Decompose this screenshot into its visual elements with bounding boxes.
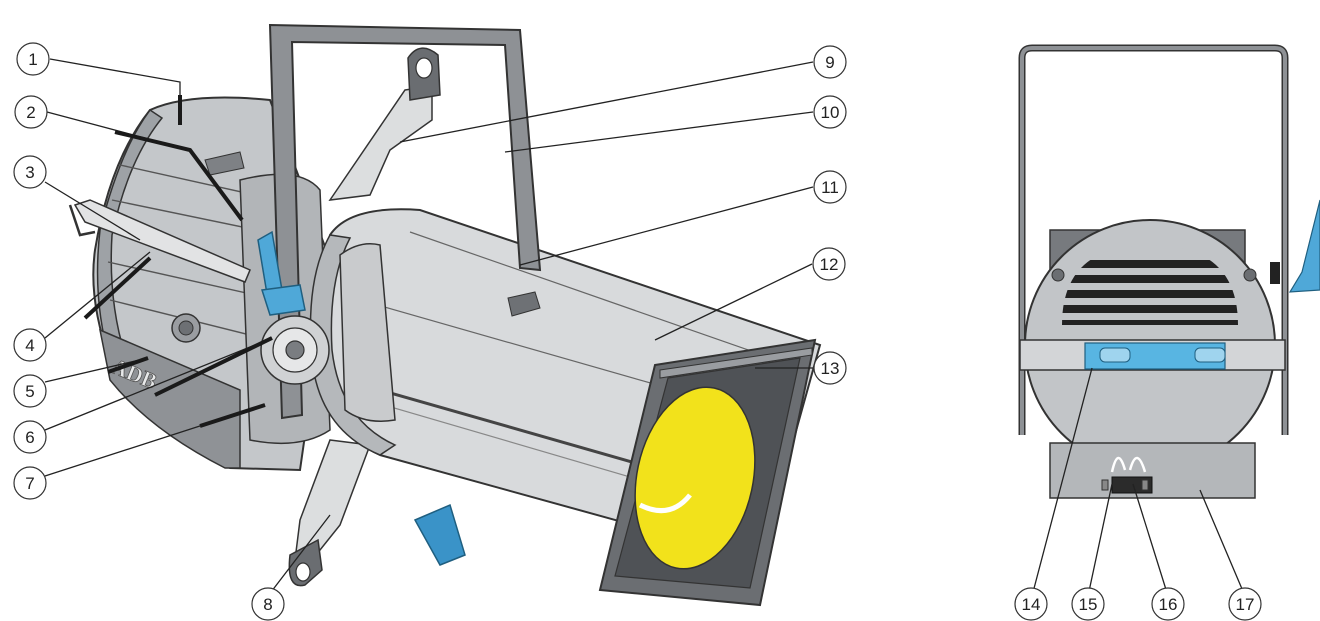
spotlight-rear-view (1018, 44, 1320, 499)
callout-16: 16 (1151, 587, 1185, 621)
callout-11: 11 (813, 170, 847, 204)
fresnel-lens (634, 386, 756, 570)
svg-text:17: 17 (1236, 595, 1255, 614)
svg-text:6: 6 (25, 428, 34, 447)
callout-3: 3 (13, 155, 47, 189)
callout-12: 12 (812, 247, 846, 281)
callout-15: 15 (1071, 587, 1105, 621)
spotlight-side-view: ADB (68, 23, 822, 607)
callout-6: 6 (13, 420, 47, 454)
svg-text:7: 7 (25, 474, 34, 493)
svg-text:3: 3 (25, 163, 34, 182)
focus-handle (413, 503, 466, 566)
svg-text:14: 14 (1022, 595, 1041, 614)
svg-text:13: 13 (821, 359, 840, 378)
leader-lines (44, 58, 1246, 597)
callout-17: 17 (1228, 587, 1262, 621)
callout-14: 14 (1014, 587, 1048, 621)
svg-text:10: 10 (821, 103, 840, 122)
svg-text:15: 15 (1079, 595, 1098, 614)
yoke (260, 23, 542, 420)
callouts: 1 2 3 4 5 6 7 8 9 10 11 12 13 14 15 16 1… (13, 42, 1262, 621)
callout-9: 9 (813, 45, 847, 79)
svg-text:4: 4 (25, 336, 34, 355)
callout-4: 4 (13, 328, 47, 362)
svg-text:11: 11 (821, 178, 839, 197)
callout-10: 10 (813, 95, 847, 129)
svg-text:12: 12 (820, 255, 839, 274)
callout-7: 7 (13, 466, 47, 500)
svg-text:1: 1 (28, 50, 37, 69)
mounting-arms (288, 47, 441, 587)
callout-1: 1 (16, 42, 50, 76)
callout-13: 13 (813, 351, 847, 385)
tilt-lock-lever (257, 230, 306, 316)
callout-8: 8 (251, 587, 285, 621)
front-frame (598, 338, 817, 607)
callout-2: 2 (14, 95, 48, 129)
svg-text:5: 5 (25, 382, 34, 401)
svg-text:2: 2 (26, 103, 35, 122)
callout-5: 5 (13, 374, 47, 408)
svg-text:9: 9 (825, 53, 834, 72)
svg-text:16: 16 (1159, 595, 1178, 614)
svg-text:8: 8 (263, 595, 272, 614)
